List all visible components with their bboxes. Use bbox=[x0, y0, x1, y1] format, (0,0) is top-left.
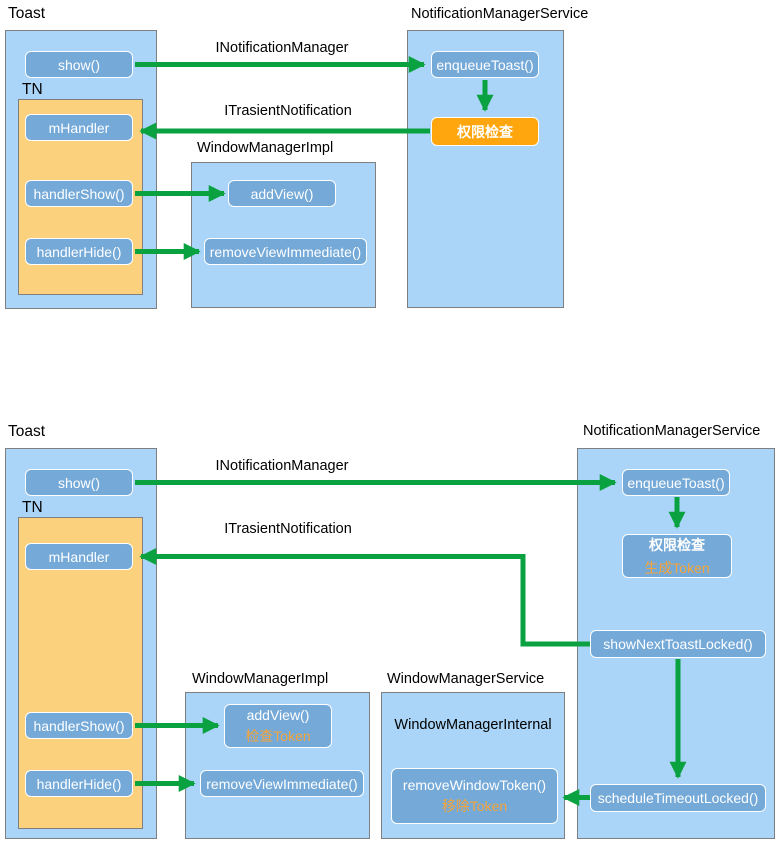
d2-tn-label: TN bbox=[22, 499, 43, 516]
d2-handlerhide-box: handlerHide() bbox=[25, 770, 133, 797]
d2-scheduletimeoutlocked-box: scheduleTimeoutLocked() bbox=[590, 784, 766, 812]
d2-show-box: show() bbox=[25, 469, 133, 496]
d2-removeviewimmediate-box: removeViewImmediate() bbox=[200, 770, 364, 797]
d1-itrasientnotification-label: ITrasientNotification bbox=[224, 103, 352, 119]
d2-wms-internal-label: WindowManagerInternal bbox=[394, 717, 552, 733]
d2-enqueuetoast-box: enqueueToast() bbox=[622, 469, 730, 496]
d2-mhandler-box: mHandler bbox=[25, 543, 133, 570]
d2-arrow-shownexttoastlocked-to-mhandler bbox=[139, 547, 590, 647]
d2-addview-box: addView() 检查Token bbox=[224, 704, 332, 748]
d2-removewindowtoken-text: removeWindowToken() bbox=[402, 776, 547, 793]
d1-removeviewimmediate-box: removeViewImmediate() bbox=[204, 238, 367, 265]
d1-nms-label: NotificationManagerService bbox=[411, 6, 589, 22]
d2-generate-token-text: 生成Token bbox=[644, 559, 710, 576]
d1-permission-check-box: 权限检查 bbox=[431, 117, 539, 146]
d1-tn-label: TN bbox=[22, 81, 43, 98]
d2-permission-check-text: 权限检查 bbox=[649, 536, 705, 553]
d2-handlershow-box: handlerShow() bbox=[25, 712, 133, 739]
d2-itrasientnotification-label: ITrasientNotification bbox=[224, 521, 352, 537]
d2-remove-token-text: 移除Token bbox=[441, 797, 508, 814]
d1-mhandler-box: mHandler bbox=[25, 114, 133, 141]
d2-check-token-text: 检查Token bbox=[245, 727, 311, 744]
d1-toast-label: Toast bbox=[8, 5, 46, 22]
d2-nms-label: NotificationManagerService bbox=[583, 423, 761, 439]
d2-wmi-label: WindowManagerImpl bbox=[192, 671, 329, 687]
d1-handlershow-box: handlerShow() bbox=[25, 180, 133, 207]
d1-enqueuetoast-box: enqueueToast() bbox=[431, 51, 539, 78]
d1-show-box: show() bbox=[25, 51, 133, 78]
d2-removewindowtoken-box: removeWindowToken() 移除Token bbox=[391, 768, 558, 824]
d1-inotificationmanager-label: INotificationManager bbox=[215, 40, 349, 56]
d1-addview-box: addView() bbox=[228, 180, 336, 207]
d2-addview-text: addView() bbox=[246, 706, 310, 723]
d1-wmi-label: WindowManagerImpl bbox=[197, 140, 334, 156]
d2-toast-label: Toast bbox=[8, 423, 46, 440]
d2-inotificationmanager-label: INotificationManager bbox=[215, 458, 349, 474]
d2-permission-check-box: 权限检查 生成Token bbox=[622, 534, 732, 578]
d2-wms-label: WindowManagerService bbox=[387, 671, 545, 687]
d1-handlerhide-box: handlerHide() bbox=[25, 238, 133, 265]
d2-shownexttoastlocked-box: showNextToastLocked() bbox=[590, 630, 766, 658]
